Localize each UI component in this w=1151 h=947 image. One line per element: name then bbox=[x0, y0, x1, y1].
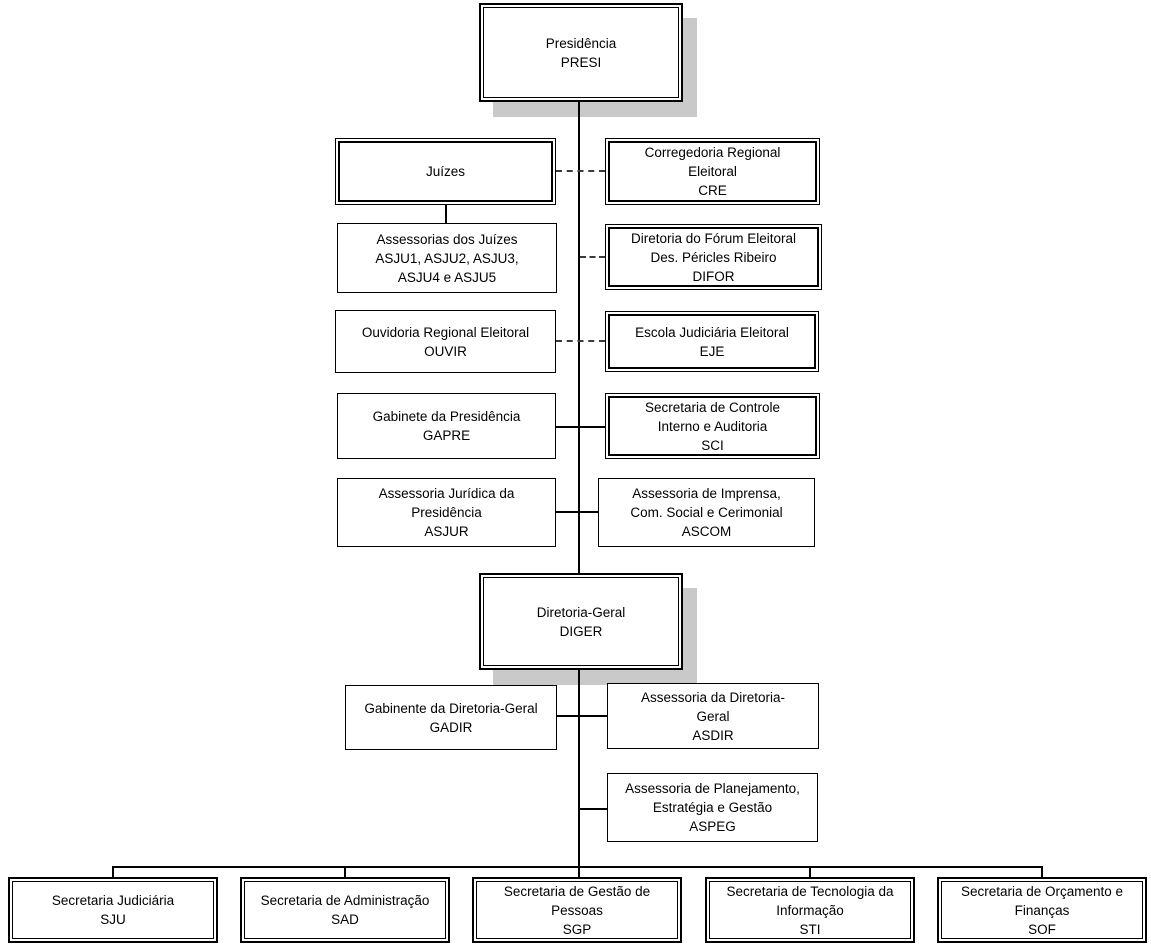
node-name: Secretaria de Gestão de Pessoas bbox=[503, 883, 651, 918]
connector-juizes-asju bbox=[445, 205, 447, 223]
node-code: ASDIR bbox=[692, 727, 734, 743]
node-code: SGP bbox=[562, 921, 592, 937]
org-node-asju: Assessorias dos Juízes ASJU1, ASJU2, ASJ… bbox=[337, 223, 557, 293]
org-node-eje: Escola Judiciária Eleitoral EJE bbox=[605, 311, 819, 372]
connector-secretarias-horizontal bbox=[112, 866, 1043, 868]
node-name: Escola Judiciária Eleitoral bbox=[635, 324, 789, 340]
node-name: Secretaria de Controle Interno e Auditor… bbox=[644, 399, 781, 434]
node-name: Diretoria do Fórum Eleitoral Des. Péricl… bbox=[630, 230, 797, 265]
node-name: Juízes bbox=[425, 164, 466, 179]
connector-stub-sti bbox=[809, 866, 811, 878]
node-code: ASPEG bbox=[689, 819, 736, 834]
node-code: DIGER bbox=[559, 623, 603, 639]
connector-ouvir-eje-dashed bbox=[556, 340, 605, 342]
org-node-sti: Secretaria de Tecnologia da Informação S… bbox=[705, 877, 915, 943]
org-node-sci: Secretaria de Controle Interno e Auditor… bbox=[605, 393, 820, 459]
node-name: Assessoria Jurídica da Presidência bbox=[378, 486, 515, 520]
node-name: Gabinente da Diretoria-Geral bbox=[364, 700, 538, 716]
node-code: PRESI bbox=[560, 54, 602, 70]
connector-gapre-sci bbox=[556, 426, 605, 428]
org-node-sof: Secretaria de Orçamento e Finanças SOF bbox=[937, 877, 1147, 943]
node-name: Presidência bbox=[545, 35, 617, 51]
connector-aspeg bbox=[580, 808, 607, 810]
node-code: SAD bbox=[331, 912, 359, 927]
connector-stub-sju bbox=[112, 866, 114, 878]
org-node-sad: Secretaria de Administração SAD bbox=[240, 877, 450, 943]
org-node-asdir: Assessoria da Diretoria- Geral ASDIR bbox=[607, 683, 819, 749]
node-code: ASJUR bbox=[424, 524, 469, 539]
node-code: CRE bbox=[698, 183, 727, 198]
org-node-sgp: Secretaria de Gestão de Pessoas SGP bbox=[472, 877, 682, 943]
org-node-presi: Presidência PRESI bbox=[479, 3, 683, 102]
node-name: Secretaria de Tecnologia da Informação bbox=[726, 883, 894, 918]
node-name: Assessorias dos Juízes bbox=[376, 231, 518, 247]
node-name: Secretaria Judiciária bbox=[51, 893, 175, 908]
org-node-ascom: Assessoria de Imprensa, Com. Social e Ce… bbox=[598, 478, 815, 547]
org-node-cre: Corregedoria Regional Eleitoral CRE bbox=[605, 138, 820, 205]
node-name: Gabinete da Presidência bbox=[372, 409, 521, 424]
node-code: SJU bbox=[100, 912, 126, 927]
org-node-asjur: Assessoria Jurídica da Presidência ASJUR bbox=[337, 478, 556, 547]
connector-presi-diger bbox=[578, 102, 580, 573]
node-code: SCI bbox=[701, 437, 724, 453]
node-code: OUVIR bbox=[424, 343, 467, 359]
org-node-juizes: Juízes bbox=[335, 138, 556, 205]
org-node-aspeg: Assessoria de Planejamento, Estratégia e… bbox=[607, 773, 818, 842]
connector-asjur-ascom bbox=[556, 511, 598, 513]
node-name: Assessoria de Planejamento, Estratégia e… bbox=[625, 781, 800, 815]
org-node-diger: Diretoria-Geral DIGER bbox=[479, 573, 683, 670]
node-name: Ouvidoria Regional Eleitoral bbox=[361, 324, 530, 340]
node-code: SOF bbox=[1028, 921, 1056, 937]
node-name: Corregedoria Regional Eleitoral bbox=[644, 145, 781, 179]
node-code: ASCOM bbox=[681, 524, 732, 539]
node-name: Secretaria de Administração bbox=[260, 893, 430, 908]
connector-difor-dashed bbox=[580, 256, 605, 258]
node-code: EJE bbox=[699, 343, 725, 359]
connector-juizes-cre-dashed bbox=[556, 170, 605, 172]
node-name: Assessoria da Diretoria- Geral bbox=[640, 689, 786, 724]
node-name: Diretoria-Geral bbox=[536, 604, 626, 620]
node-code: GAPRE bbox=[422, 428, 471, 443]
node-code: GADIR bbox=[429, 719, 473, 735]
node-name: Secretaria de Orçamento e Finanças bbox=[960, 883, 1124, 918]
org-node-difor: Diretoria do Fórum Eleitoral Des. Péricl… bbox=[605, 224, 822, 290]
org-node-gapre: Gabinete da Presidência GAPRE bbox=[337, 393, 556, 459]
node-name: Assessoria de Imprensa, Com. Social e Ce… bbox=[630, 486, 783, 520]
org-node-gadir: Gabinente da Diretoria-Geral GADIR bbox=[345, 685, 557, 750]
org-node-sju: Secretaria Judiciária SJU bbox=[8, 877, 218, 943]
node-code: STI bbox=[799, 921, 821, 937]
connector-stub-sad bbox=[344, 866, 346, 878]
connector-diger-secretarias bbox=[578, 670, 580, 878]
node-code: DIFOR bbox=[692, 268, 735, 284]
node-code: ASJU1, ASJU2, ASJU3, ASJU4 e ASJU5 bbox=[375, 250, 519, 285]
connector-gadir-asdir bbox=[557, 715, 607, 717]
connector-stub-sof bbox=[1041, 866, 1043, 878]
org-node-ouvir: Ouvidoria Regional Eleitoral OUVIR bbox=[335, 310, 556, 373]
